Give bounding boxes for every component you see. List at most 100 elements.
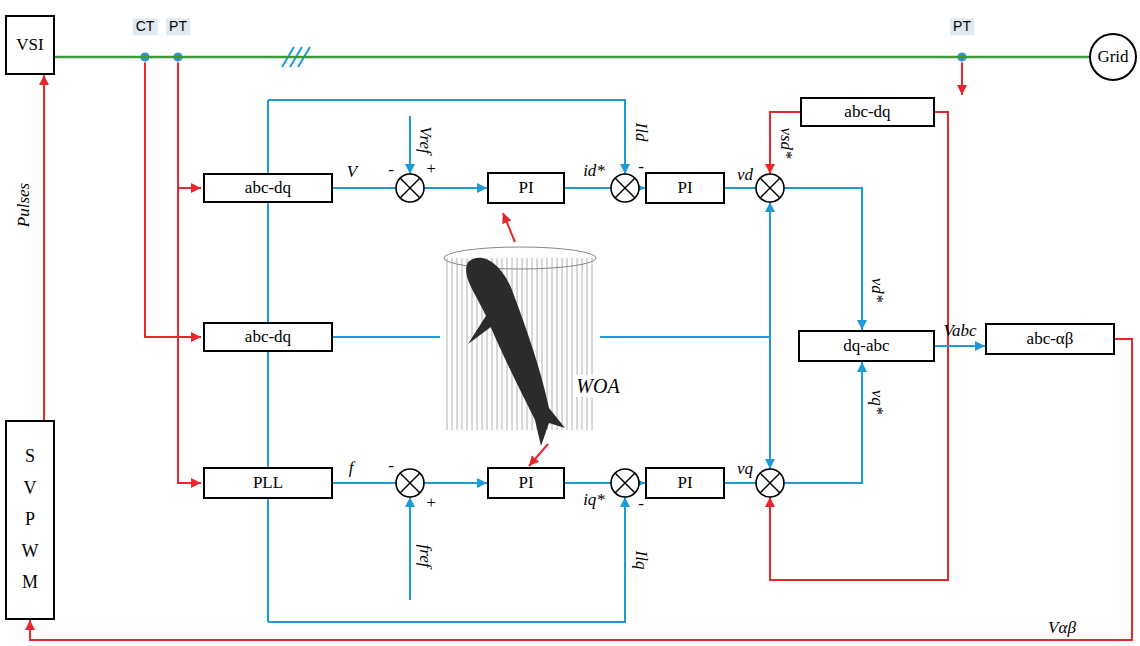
node-label: dq-abc — [843, 337, 889, 356]
transform-box: abc-dq — [203, 173, 333, 203]
signal-connector — [43, 75, 45, 420]
node-label: abc-dq — [844, 103, 890, 122]
pi-controller-box: PI — [645, 172, 725, 204]
inverter-box: VSI — [5, 15, 55, 75]
signal-wire — [333, 336, 440, 338]
signal-wire — [961, 57, 963, 95]
signal-name: vd — [737, 166, 753, 185]
signal-wire — [178, 187, 201, 189]
feedback-signal: Ilq — [632, 551, 651, 570]
signal-wire — [770, 112, 948, 580]
node-label: abc-αβ — [1027, 330, 1074, 349]
junction-cross — [760, 178, 780, 198]
signal-name: vd* — [868, 278, 887, 303]
summing-junction — [611, 174, 639, 202]
node-label: Grid — [1097, 48, 1128, 67]
reference-signal: Vref — [416, 126, 435, 153]
signal-wire — [268, 100, 625, 174]
node-label: SVPWM — [21, 441, 39, 599]
grid-circle: Grid — [1089, 33, 1137, 81]
pll-box: PLL — [203, 467, 333, 499]
reference-signal: fref — [416, 545, 435, 568]
junction-circle — [396, 174, 424, 202]
signal-name: V — [347, 163, 357, 182]
signal-name: vq* — [868, 390, 887, 415]
whale-body — [466, 258, 565, 446]
signal-connector — [55, 56, 1089, 59]
sign-label: - — [388, 457, 394, 476]
sign-label: - — [638, 495, 644, 514]
signal-wire — [769, 337, 771, 469]
signal-wire — [769, 202, 771, 337]
node-label: VSI — [16, 36, 43, 55]
junction-cross — [760, 178, 780, 198]
pi-controller-box: PI — [645, 467, 725, 499]
signal-connector — [725, 188, 862, 330]
sign-label: - — [388, 161, 394, 180]
whale-fin — [468, 300, 503, 344]
signal-name: iq* — [583, 491, 605, 510]
sign-label: - — [638, 158, 644, 177]
transform-box: dq-abc — [798, 330, 935, 362]
sensor-label: PT — [950, 18, 974, 35]
node-label: PI — [518, 474, 533, 493]
signal-name: id* — [583, 162, 605, 181]
junction-circle — [756, 174, 784, 202]
signal-name: f — [349, 459, 354, 478]
junction-cross — [615, 178, 635, 198]
junction-cross — [760, 473, 780, 493]
signal-wire — [268, 497, 625, 622]
summing-junction — [756, 174, 784, 202]
sensor-label: CT — [133, 18, 158, 35]
junction-cross — [400, 178, 420, 198]
junction-cross — [760, 473, 780, 493]
modulator-box: SVPWM — [5, 420, 55, 620]
junction-circle — [756, 469, 784, 497]
whale-net-illustration — [444, 247, 596, 446]
sign-label: + — [425, 494, 436, 513]
signal-name: Pulses — [15, 183, 34, 227]
transform-box: abc-dq — [800, 97, 935, 127]
junction-cross — [615, 178, 635, 198]
junction-cross — [615, 473, 635, 493]
feedback-signal: Ild — [632, 123, 651, 142]
junction-circle — [611, 174, 639, 202]
summing-junction — [396, 174, 424, 202]
algorithm-label: WOA — [574, 375, 621, 397]
summing-junction — [611, 469, 639, 497]
signal-wire — [409, 497, 411, 600]
node-label: abc-dq — [245, 179, 291, 198]
node-label: PI — [677, 474, 692, 493]
pi-controller-box: PI — [487, 172, 565, 204]
sensor-label: PT — [166, 18, 190, 35]
signal-name: Vabc — [943, 322, 976, 341]
junction-cross — [400, 178, 420, 198]
signal-connector — [725, 362, 862, 483]
node-label: abc-dq — [245, 328, 291, 347]
signal-name: vq — [737, 460, 753, 479]
junction-cross — [400, 473, 420, 493]
node-label: PI — [677, 179, 692, 198]
junction-circle — [611, 469, 639, 497]
signal-wire — [409, 116, 411, 174]
summing-junction — [756, 469, 784, 497]
signal-wire — [770, 112, 800, 174]
signal-wire — [178, 57, 201, 483]
signal-wire — [529, 444, 548, 466]
signal-name: Vαβ — [1048, 619, 1076, 638]
node-label: PI — [518, 179, 533, 198]
signal-wire — [600, 336, 770, 338]
signal-wire — [503, 213, 515, 242]
feedforward-signal: vsd* — [777, 127, 796, 158]
sign-label: + — [425, 160, 436, 179]
signal-connector — [935, 345, 985, 347]
pi-controller-box: PI — [487, 467, 565, 499]
summing-junction — [396, 469, 424, 497]
junction-circle — [396, 469, 424, 497]
transform-box: abc-dq — [203, 322, 333, 352]
signal-wire — [145, 57, 201, 337]
transform-box: abc-αβ — [985, 323, 1115, 355]
junction-cross — [615, 473, 635, 493]
signal-connector — [30, 339, 1132, 640]
node-label: PLL — [253, 474, 283, 493]
